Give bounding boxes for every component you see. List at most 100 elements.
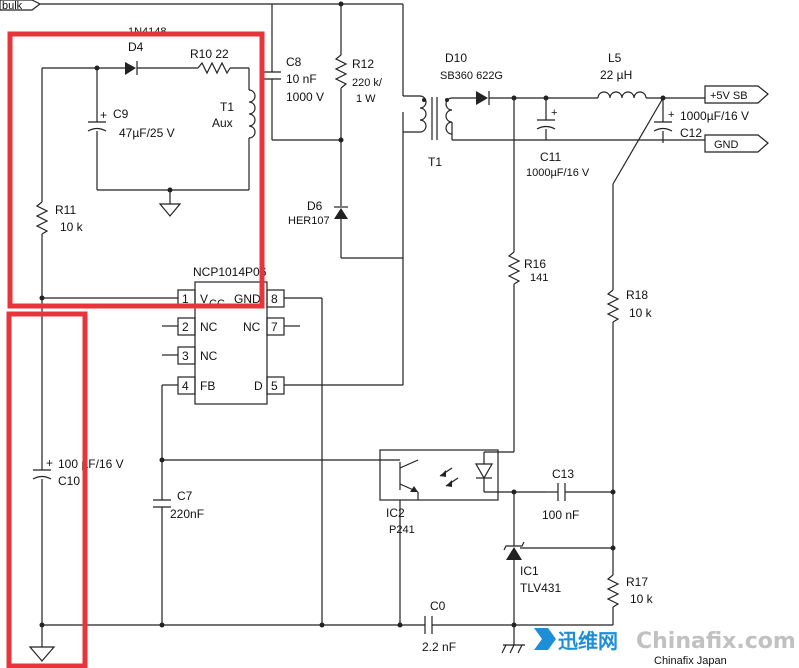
t1-secondary-winding <box>445 97 453 135</box>
node-gnd-3 <box>319 622 325 628</box>
c10-plate-bottom <box>32 475 52 480</box>
ic1-value: TLV431 <box>520 581 561 595</box>
c9-plus: + <box>100 108 107 122</box>
t1-dot-secondary <box>445 98 449 102</box>
pin-gnd-label: GND <box>234 292 261 306</box>
c12-value: 1000µF/16 V <box>680 109 749 123</box>
watermark-cn: 迅维网 <box>558 629 618 653</box>
ic-part-number: NCP1014P06 <box>193 265 267 279</box>
sec-gnd-hatch-3 <box>517 644 523 654</box>
c13-value: 100 nF <box>542 508 579 522</box>
r16-name: R16 <box>524 257 546 271</box>
r12-resistor <box>334 54 348 89</box>
pin-nc3-label: NC <box>200 349 218 363</box>
r12-value2: 1 W <box>356 93 376 105</box>
node-sec-gnd <box>511 622 517 628</box>
r18-feed-wire <box>612 97 664 185</box>
c8-name: C8 <box>286 55 302 69</box>
c8-value1: 10 nF <box>286 72 317 86</box>
c0-name: C0 <box>430 599 446 613</box>
r17-value: 10 k <box>630 592 654 606</box>
pin-fb-label: FB <box>200 379 215 393</box>
ic2-value: P241 <box>389 524 415 536</box>
pin-2-number: 2 <box>182 320 189 334</box>
r18-name: R18 <box>626 288 648 302</box>
watermark-en: Chinafix.com <box>636 629 796 654</box>
t1-aux-sub: Aux <box>212 116 233 130</box>
c13-name: C13 <box>552 467 574 481</box>
c10-value: 100 µF/16 V <box>58 457 124 471</box>
t1-main-label: T1 <box>428 155 442 169</box>
ic2-collector <box>399 459 419 469</box>
r12-name: R12 <box>352 57 374 71</box>
pin-1-number: 1 <box>182 292 189 306</box>
r10-resistor <box>197 61 231 75</box>
node-gnd-2 <box>159 622 165 628</box>
watermark-logo: 迅维网 Chinafix.com Chinafix Japan <box>534 628 796 667</box>
ic1-name: IC1 <box>520 564 539 578</box>
c12-name: C12 <box>680 126 702 140</box>
watermark-arrow-icon <box>534 628 556 650</box>
bulk-label: bulk <box>2 0 23 12</box>
c12-plus: + <box>668 109 674 121</box>
gnd-label: GND <box>714 139 739 151</box>
c7-value: 220nF <box>170 507 204 521</box>
l5-inductor <box>597 91 647 99</box>
ic2-arrowhead-1 <box>440 470 446 477</box>
highlight-c10-block <box>6 311 88 668</box>
r17-name: R17 <box>626 575 648 589</box>
c11-value: 1000µF/16 V <box>526 167 590 179</box>
c10-plus: + <box>46 456 53 470</box>
primary-ground-symbol <box>28 646 56 662</box>
t1-aux-winding <box>248 89 256 139</box>
r11-value: 10 k <box>60 220 84 234</box>
c10-name: C10 <box>58 474 80 488</box>
plus5-label: +5V SB <box>710 90 748 102</box>
d10-value: SB360 622G <box>440 70 503 82</box>
r17-resistor <box>606 574 620 608</box>
gnd-output-tag <box>704 134 769 153</box>
ncp1014-body <box>194 281 268 405</box>
l5-value: 22 µH <box>600 68 632 82</box>
plus5-output-tag <box>704 85 769 104</box>
node-gnd-1 <box>39 622 45 628</box>
bulk-input-tag <box>0 0 42 11</box>
r11-resistor <box>35 201 49 235</box>
d4-diode <box>125 62 136 75</box>
d6-diode <box>334 208 348 219</box>
pin-nc7-label: NC <box>243 320 261 334</box>
d10-diode <box>476 91 488 105</box>
c9-plate-bottom <box>87 127 107 132</box>
sec-gnd-hatch-1 <box>501 644 507 654</box>
ic2-arrowhead-2 <box>446 480 452 487</box>
highlight-aux-vcc-block <box>7 31 265 309</box>
ic2-name: IC2 <box>386 506 405 520</box>
r16-value: 141 <box>530 272 548 284</box>
node-d4 <box>94 65 100 71</box>
c11-name: C11 <box>540 150 561 164</box>
d6-name: D6 <box>307 199 323 213</box>
ic2-optocoupler-body <box>379 449 499 501</box>
r10-label: R10 22 <box>190 47 229 61</box>
pin-vcc-label: V <box>200 292 208 306</box>
c8-value2: 1000 V <box>286 90 324 104</box>
c12-plate-bottom <box>653 127 673 132</box>
pin-5-number: 5 <box>271 379 278 393</box>
r18-value: 10 k <box>629 306 653 320</box>
l5-name: L5 <box>608 51 622 65</box>
node-aux-gnd <box>167 187 173 193</box>
c9-name: C9 <box>113 107 129 121</box>
c0-value: 2.2 nF <box>422 640 456 654</box>
d4-label: D4 <box>128 40 144 54</box>
c11-plus: + <box>551 107 557 119</box>
c9-value: 47µF/25 V <box>119 126 175 140</box>
t1-dot-primary <box>422 98 426 102</box>
ic2-led <box>474 463 494 480</box>
r12-value1: 220 k/ <box>352 77 383 89</box>
ic1-bar <box>503 541 525 551</box>
pin-d-label: D <box>254 379 263 393</box>
pin-7-number: 7 <box>271 320 278 334</box>
pin-4-number: 4 <box>182 379 189 393</box>
d6-value: HER107 <box>288 215 330 227</box>
